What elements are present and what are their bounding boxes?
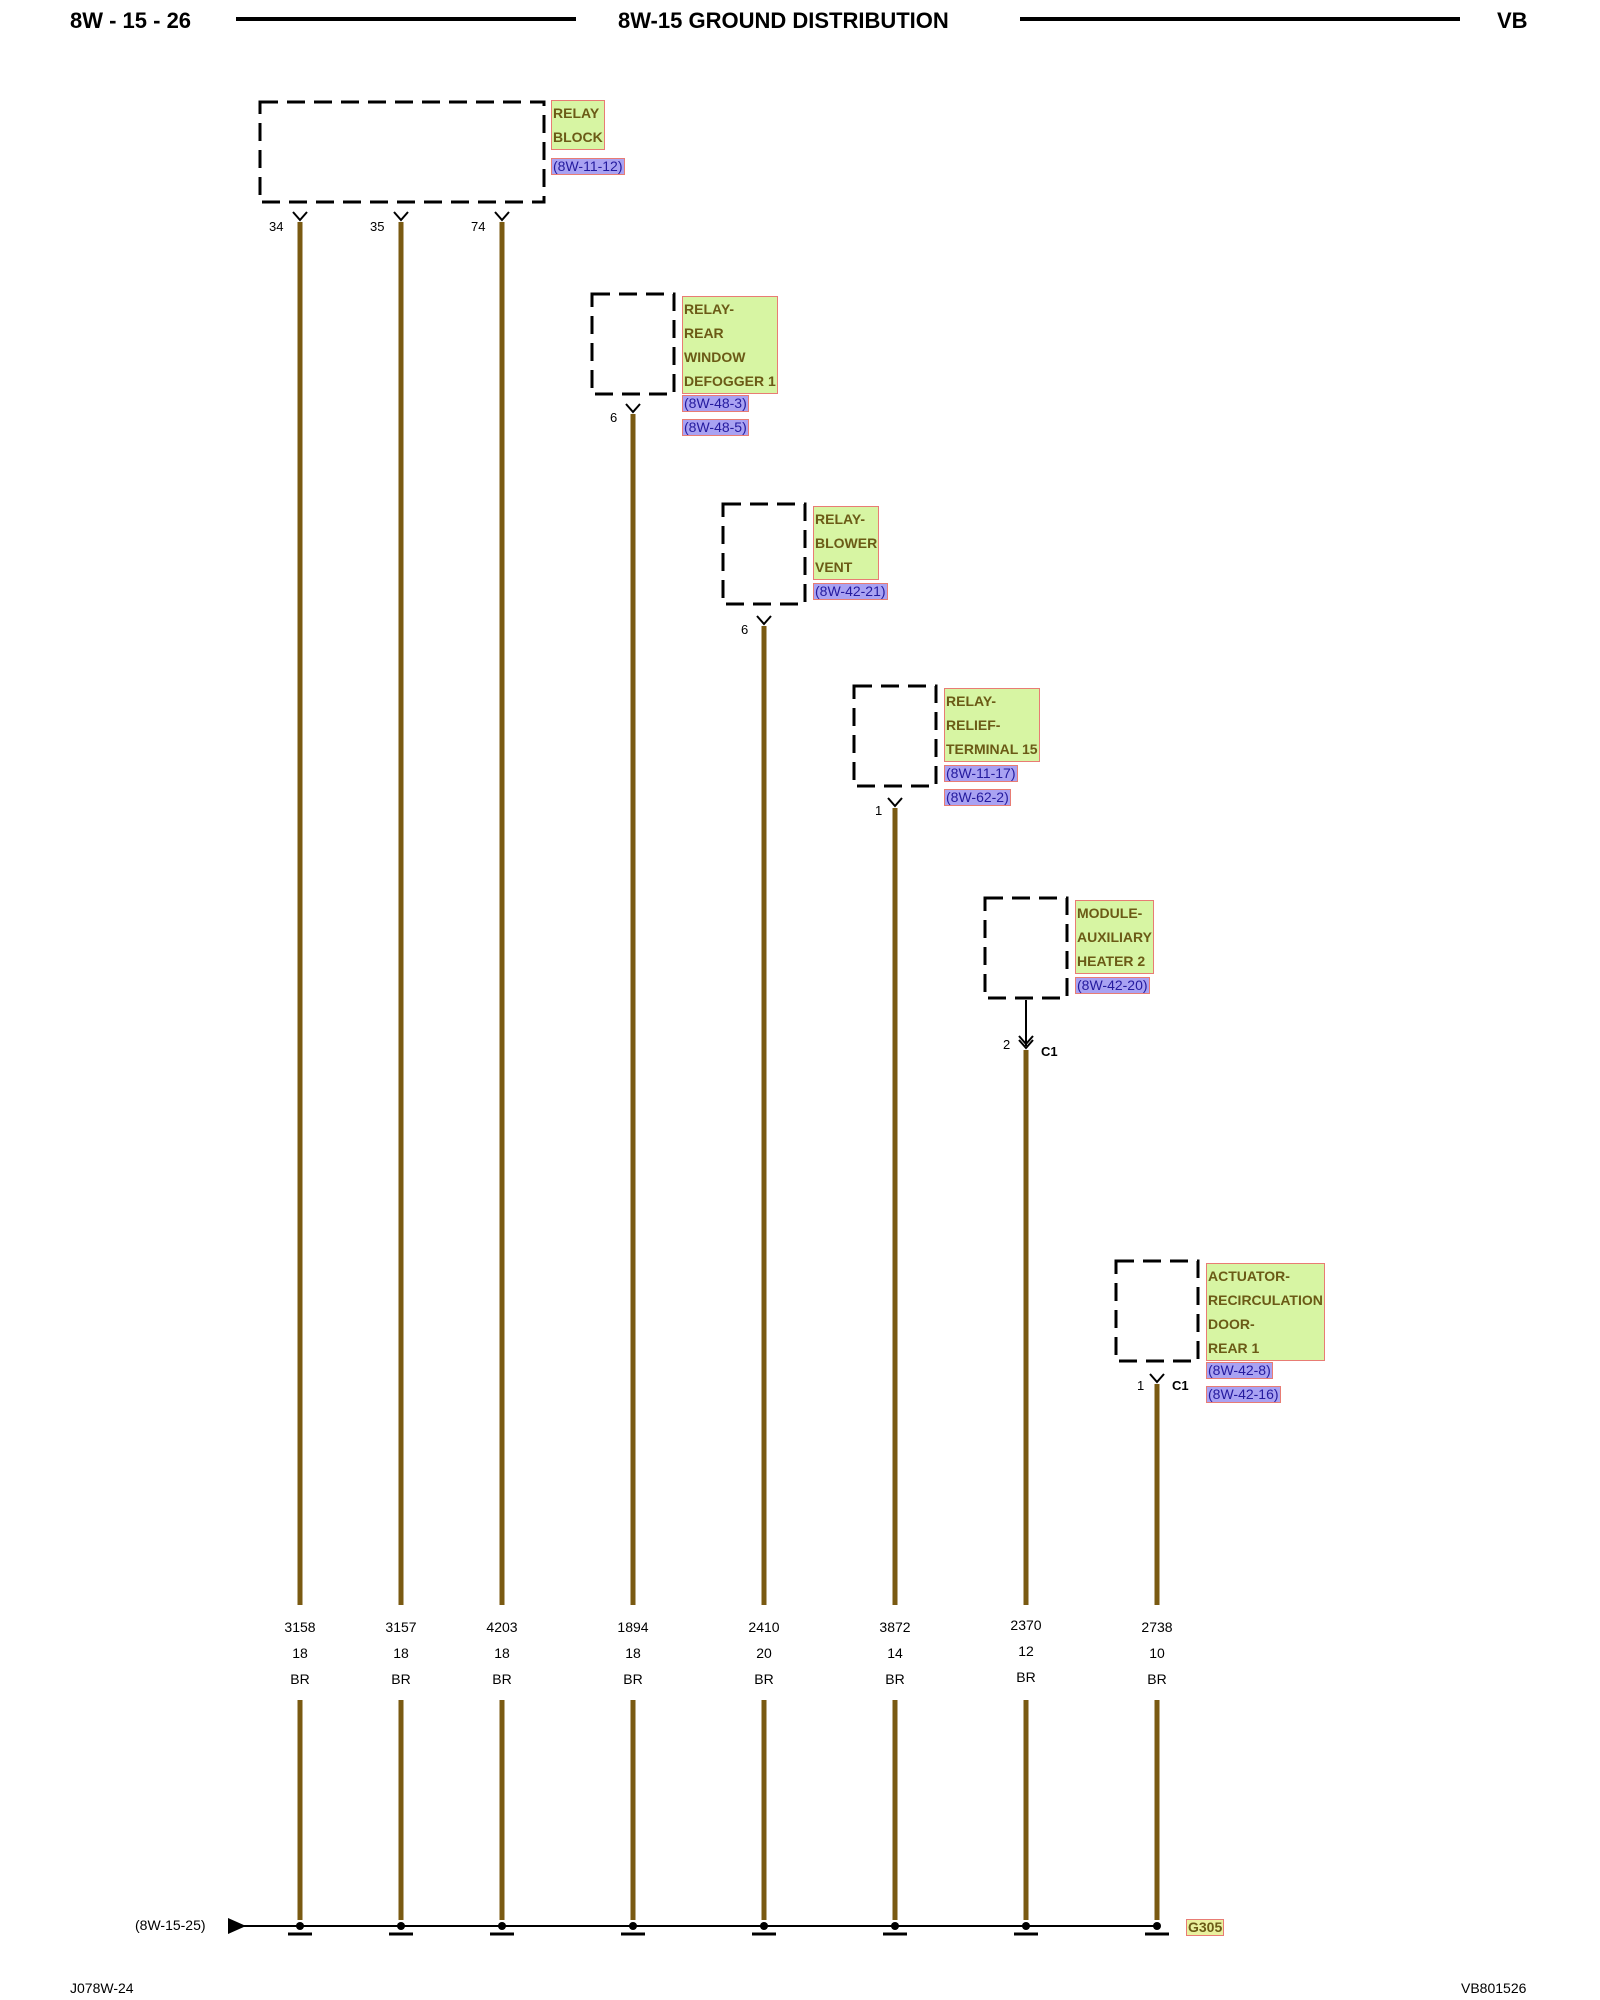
pin-terminal-symbol — [1149, 1373, 1165, 1384]
pin-number: 6 — [610, 410, 618, 425]
footer-right-code: VB801526 — [1461, 1980, 1527, 1996]
page-reference[interactable]: (8W-48-3) — [682, 395, 749, 412]
header-rule-right — [1020, 17, 1460, 21]
page-number: 8W - 15 - 26 — [70, 8, 192, 33]
connector-id: C1 — [1041, 1044, 1058, 1059]
pin-number: 6 — [741, 622, 749, 637]
continuation-reference[interactable]: (8W-15-25) — [135, 1917, 206, 1933]
connector-arrow — [1018, 1035, 1034, 1046]
pin-terminal-symbol — [756, 615, 772, 626]
component-name: MODULE- AUXILIARY HEATER 2 — [1075, 900, 1154, 974]
page-reference[interactable]: (8W-42-8) — [1206, 1362, 1273, 1379]
pin-number: 1 — [875, 803, 883, 818]
component-name: ACTUATOR- RECIRCULATION DOOR- REAR 1 — [1206, 1263, 1325, 1361]
pin-terminal-symbol — [292, 211, 308, 222]
component-name: RELAY BLOCK — [551, 100, 605, 150]
pin-number: 74 — [471, 219, 486, 234]
pin-number: 1 — [1137, 1378, 1145, 1393]
page-reference[interactable]: (8W-11-17) — [944, 765, 1018, 782]
page-reference[interactable]: (8W-42-21) — [813, 583, 888, 600]
relay-rear-window-defogger-box — [590, 292, 676, 396]
page-reference[interactable]: (8W-42-20) — [1075, 977, 1150, 994]
page-reference[interactable]: (8W-11-12) — [551, 158, 625, 175]
pin-terminal-symbol — [494, 211, 510, 222]
module-auxiliary-heater-box — [983, 896, 1069, 1000]
pin-number: 2 — [1003, 1037, 1011, 1052]
actuator-recirculation-door-box — [1114, 1259, 1200, 1363]
page-reference[interactable]: (8W-48-5) — [682, 419, 749, 436]
header-rule-left — [236, 17, 576, 21]
pin-number: 35 — [370, 219, 385, 234]
component-name: RELAY- REAR WINDOW DEFOGGER 1 — [682, 296, 778, 394]
relay-block-box — [258, 100, 546, 204]
page-title: 8W-15 GROUND DISTRIBUTION — [618, 8, 949, 33]
pin-terminal-symbol — [1018, 1039, 1034, 1050]
footer-left-code: J078W-24 — [70, 1980, 134, 1996]
bus-arrow-icon — [228, 1918, 246, 1934]
component-name: RELAY- BLOWER VENT — [813, 506, 880, 580]
relay-relief-terminal-15-box — [852, 684, 938, 788]
pin-number: 34 — [269, 219, 284, 234]
pin-terminal-symbol — [625, 403, 641, 414]
model-code: VB — [1497, 8, 1528, 33]
ground-point-label: G305 — [1186, 1919, 1225, 1936]
pin-terminal-symbol — [393, 211, 409, 222]
pin-terminal-symbol — [887, 797, 903, 808]
page-reference[interactable]: (8W-42-16) — [1206, 1386, 1281, 1403]
page-reference[interactable]: (8W-62-2) — [944, 789, 1011, 806]
connector-id: C1 — [1172, 1378, 1189, 1393]
relay-blower-vent-box — [721, 502, 807, 606]
component-name: RELAY- RELIEF- TERMINAL 15 — [944, 688, 1040, 762]
